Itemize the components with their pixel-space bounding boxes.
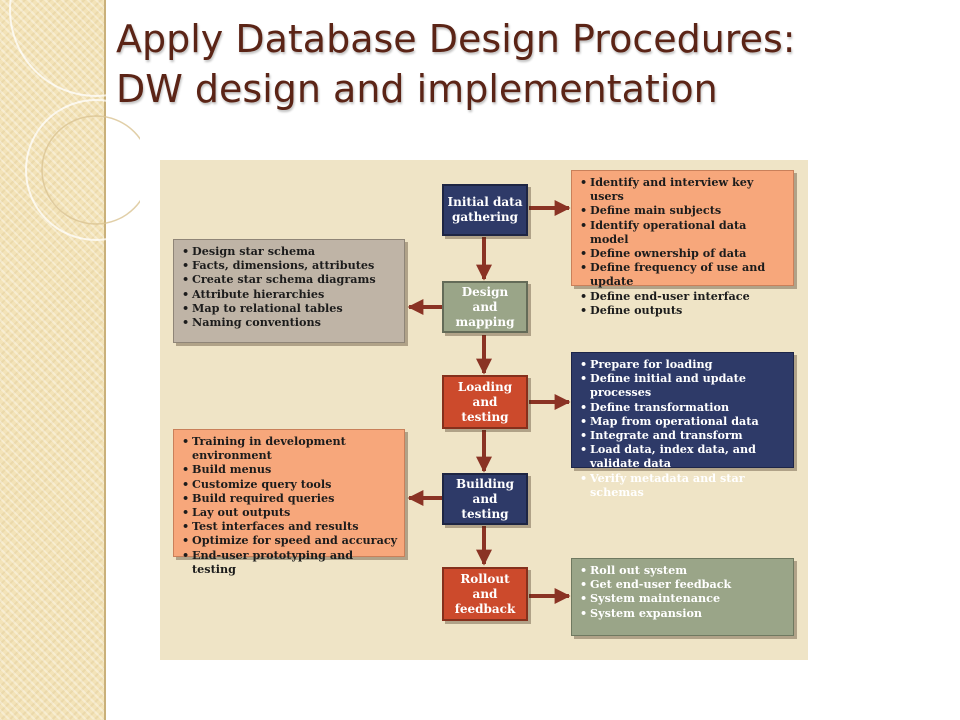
detail-item: Identify operational data model [580,218,787,246]
detail-item: Optimize for speed and accuracy [182,533,398,547]
step-label: Initial data gathering [447,195,523,224]
slide-title-line-2: DW design and implementation [116,67,718,111]
details-design-and-mapping: Design star schema Facts, dimensions, at… [173,239,405,343]
detail-item: Map from operational data [580,414,787,428]
detail-item: Identify and interview key users [580,175,787,203]
step-loading-and-testing: Loading and testing [442,375,528,429]
detail-item: Test interfaces and results [182,519,398,533]
step-label: Design and mapping [455,284,515,329]
detail-item: Define outputs [580,303,787,317]
slide-title-line-1: Apply Database Design Procedures: [116,17,796,61]
detail-item: Verify metadata and star schemas [580,471,787,499]
step-label: Building and testing [455,476,515,521]
details-loading-and-testing: Prepare for loading Define initial and u… [571,352,794,499]
detail-item: Build required queries [182,491,398,505]
detail-item: Training in development environment [182,434,398,462]
detail-item: Roll out system [580,563,787,577]
detail-item: Prepare for loading [580,357,787,371]
step-building-and-testing: Building and testing [442,473,528,525]
detail-item: Build menus [182,462,398,476]
flow-arrows [407,200,571,604]
detail-item: Design star schema [182,244,398,258]
dw-design-process-diagram: Initial data gathering Design and mappin… [160,160,808,660]
step-initial-data-gathering: Initial data gathering [442,184,528,236]
detail-item: Define initial and update processes [580,371,787,399]
detail-item: System maintenance [580,591,787,605]
detail-item: Attribute hierarchies [182,287,398,301]
detail-item: End-user prototyping and testing [182,548,398,576]
details-rollout-and-feedback: Roll out system Get end-user feedback Sy… [571,558,794,636]
decorative-side-band [0,0,106,720]
detail-item: System expansion [580,606,787,620]
detail-item: Define ownership of data [580,246,787,260]
detail-item: Load data, index data, and validate data [580,442,787,470]
detail-item: Customize query tools [182,477,398,491]
step-label: Loading and testing [457,379,513,424]
step-rollout-and-feedback: Rollout and feedback [442,567,528,621]
detail-item: Lay out outputs [182,505,398,519]
detail-item: Map to relational tables [182,301,398,315]
detail-item: Define main subjects [580,203,787,217]
detail-item: Get end-user feedback [580,577,787,591]
detail-item: Facts, dimensions, attributes [182,258,398,272]
detail-item: Naming conventions [182,315,398,329]
step-label: Rollout and feedback [454,571,516,616]
detail-item: Define frequency of use and update [580,260,787,288]
detail-item: Define transformation [580,400,787,414]
slide-title: Apply Database Design Procedures: DW des… [116,14,936,114]
detail-item: Define end-user interface [580,289,787,303]
detail-item: Create star schema diagrams [182,272,398,286]
details-building-and-testing: Training in development environment Buil… [173,429,405,576]
step-design-and-mapping: Design and mapping [442,281,528,333]
details-initial-data-gathering: Identify and interview key users Define … [571,170,794,317]
detail-item: Integrate and transform [580,428,787,442]
